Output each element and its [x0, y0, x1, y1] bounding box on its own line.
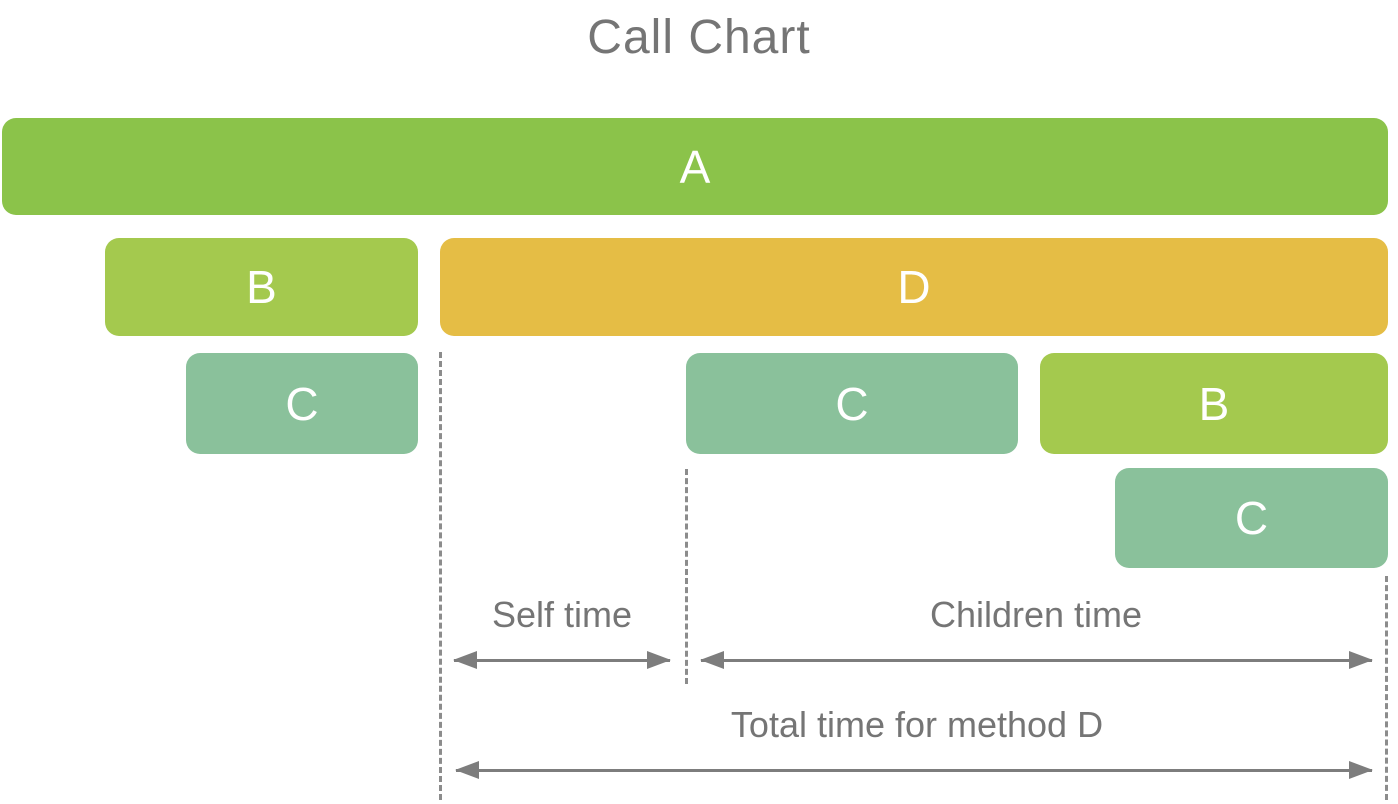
call-bar-c-depth3: C	[1115, 468, 1388, 568]
call-bar-label: B	[246, 261, 277, 313]
self-time-arrow	[453, 651, 671, 669]
d-end-guide-dashed-line	[1385, 576, 1388, 800]
call-bar-c-depth2: C	[686, 353, 1018, 454]
diagram-title: Call Chart	[587, 11, 811, 64]
children-time-label: Children time	[929, 594, 1143, 635]
children-time-arrow	[700, 651, 1373, 669]
call-bar-a-depth0: A	[2, 118, 1388, 215]
call-bar-label: A	[679, 140, 711, 193]
call-bar-label: D	[897, 261, 931, 313]
call-bar-label: B	[1198, 377, 1230, 430]
call-bar-label: C	[1234, 492, 1269, 544]
d-children-guide-dashed-line	[685, 469, 688, 684]
total-time-arrow	[455, 761, 1373, 779]
call-bar-label: C	[835, 377, 869, 430]
self-time-label: Self time	[491, 594, 633, 635]
call-bar-d-depth1: D	[440, 238, 1388, 336]
call-bar-c-depth2: C	[186, 353, 418, 454]
total-time-label: Total time for method D	[730, 704, 1104, 745]
call-bar-b-depth1: B	[105, 238, 418, 336]
d-start-guide-dashed-line	[439, 352, 442, 800]
call-bar-label: C	[285, 377, 319, 430]
call-bar-b-depth2: B	[1040, 353, 1388, 454]
